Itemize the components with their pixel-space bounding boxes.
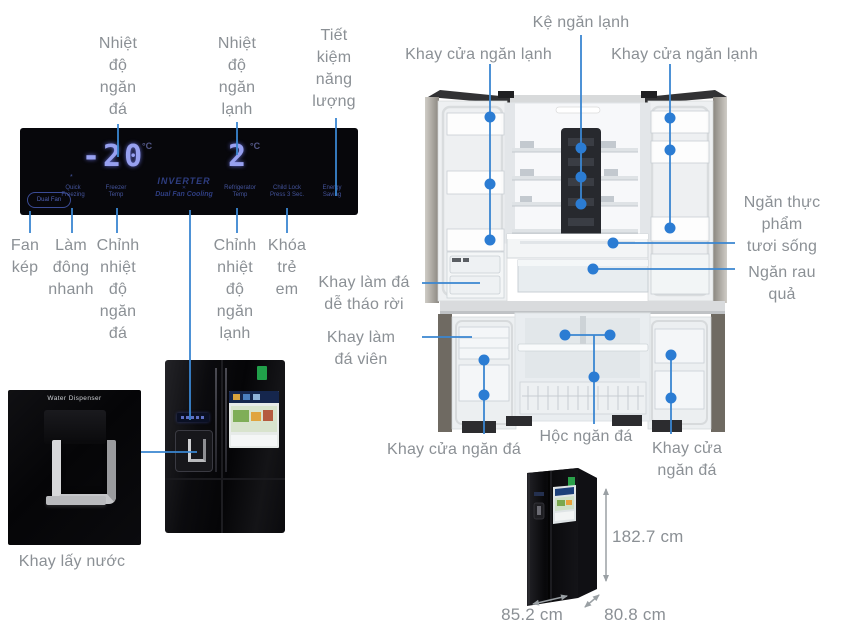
depth-dimension-label: 80.8 cm bbox=[604, 605, 666, 624]
dispenser-tray bbox=[46, 496, 106, 505]
callout-ice-cube-tray: Khay làm đá viên bbox=[326, 329, 396, 368]
quick-freezing-button: Quick Freezing bbox=[61, 185, 85, 198]
height-dimension-label: 182.7 cm bbox=[612, 527, 684, 546]
callout-quick-freeze: Làm đông nhanh bbox=[48, 237, 94, 298]
callout-fresh-food-compartment: Ngăn thực phẩm tươi sống bbox=[743, 194, 821, 255]
dimension-fridge-image bbox=[527, 468, 597, 606]
callout-adjust-freezer-temp: Chỉnh nhiệt độ ngăn đá bbox=[96, 237, 140, 342]
water-dispenser-image: Water Dispenser bbox=[8, 390, 141, 545]
callout-energy-saving: Tiết kiệm năng lượng bbox=[312, 27, 356, 110]
callout-freezer-door-tray-left: Khay cửa ngăn đá bbox=[386, 441, 521, 458]
closed-fridge-image bbox=[165, 360, 285, 533]
promo-sticker bbox=[229, 391, 279, 448]
callout-freezer-box: Hộc ngăn đá bbox=[539, 428, 633, 445]
door-display bbox=[177, 413, 209, 422]
fridge-handle bbox=[225, 368, 227, 472]
inverter-logo: INVERTER ✕ Dual Fan Cooling bbox=[148, 177, 220, 199]
callout-child-lock: Khóa trẻ em bbox=[267, 237, 307, 298]
callout-freezer-temperature: Nhiệt độ ngăn đá bbox=[98, 35, 138, 118]
fridge-temp-unit: °C bbox=[250, 141, 261, 151]
freezer-split bbox=[165, 478, 285, 480]
callout-removable-ice-tray: Khay làm đá dễ tháo rời bbox=[318, 274, 410, 313]
dispenser-frame bbox=[52, 440, 116, 504]
energy-saving-button: Energy Saving bbox=[322, 185, 342, 198]
dual-fan-button: Dual Fan bbox=[27, 192, 71, 208]
width-arrow-icon bbox=[532, 594, 568, 606]
callout-dots bbox=[478, 111, 677, 404]
callout-freezer-door-tray-right: Khay cửa ngăn đá bbox=[651, 440, 723, 479]
energy-label bbox=[257, 366, 267, 380]
freezer-temp-display: -20 bbox=[82, 139, 146, 174]
asterisk-mark: * bbox=[70, 174, 73, 181]
inverter-x-mark: ✕ bbox=[181, 185, 187, 191]
water-dispenser-caption: Water Dispenser bbox=[47, 395, 102, 402]
width-dimension-label: 85.2 cm bbox=[501, 605, 563, 624]
fridge-temp-display: 2 bbox=[228, 139, 250, 174]
refrigerator-temp-button: Refrigerator Temp bbox=[224, 185, 256, 198]
child-lock-button: Child Lock Press 3 Sec. bbox=[269, 185, 304, 198]
freezer-temp-button: Freezer Temp bbox=[105, 185, 127, 198]
callout-water-tray: Khay lấy nước bbox=[18, 553, 126, 570]
door-split bbox=[221, 360, 223, 533]
dispenser-recess bbox=[44, 410, 106, 444]
callout-dual-fan: Fan kép bbox=[10, 237, 40, 276]
open-fridge-image bbox=[425, 90, 727, 433]
door-dispenser bbox=[175, 430, 213, 472]
callout-cool-shelf: Kệ ngăn lạnh bbox=[532, 14, 630, 31]
callout-cool-door-tray-right: Khay cửa ngăn lạnh bbox=[611, 46, 758, 63]
callout-vegetable-compartment: Ngăn rau quả bbox=[748, 264, 816, 303]
callout-cool-door-tray-left: Khay cửa ngăn lạnh bbox=[405, 46, 552, 63]
fridge-handle bbox=[215, 368, 217, 472]
callout-fridge-temperature: Nhiệt độ ngăn lạnh bbox=[217, 35, 257, 118]
freezer-temp-unit: °C bbox=[142, 141, 153, 151]
callout-adjust-fridge-temp: Chỉnh nhiệt độ ngăn lạnh bbox=[213, 237, 257, 342]
control-panel-image: -20 °C 2 °C Dual Fan * Quick Freezing Fr… bbox=[20, 128, 358, 215]
